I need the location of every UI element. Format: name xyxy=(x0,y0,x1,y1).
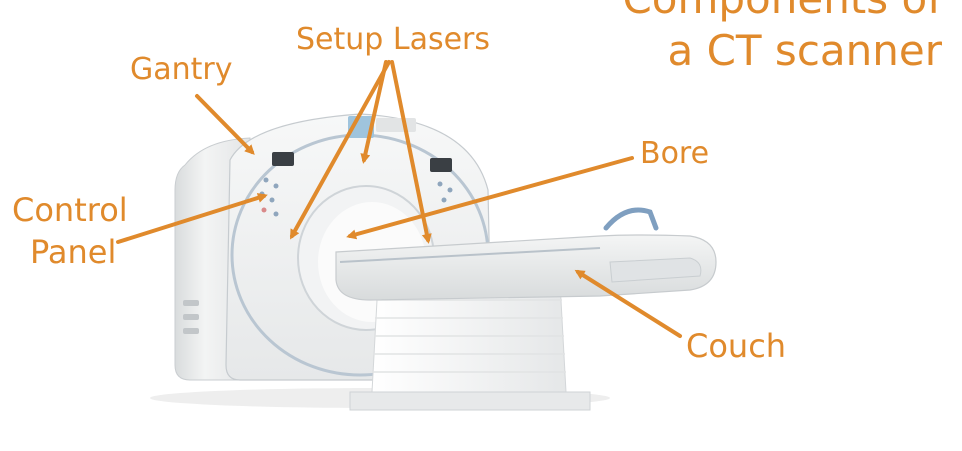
label-couch: Couch xyxy=(686,327,787,365)
arrow-setup-lasers-2 xyxy=(290,60,391,240)
arrow-setup-lasers-3 xyxy=(390,60,432,244)
gantry-vent xyxy=(183,300,199,306)
arrow-gantry xyxy=(195,94,255,155)
couch-head-holder xyxy=(603,207,659,231)
couch-table xyxy=(335,234,717,301)
control-panel-right xyxy=(430,158,453,203)
gantry-vent xyxy=(183,314,199,320)
label-gantry: Gantry xyxy=(130,52,233,87)
arrow-setup-lasers-1 xyxy=(360,60,388,164)
arrow-control-panel xyxy=(116,193,268,244)
couch-base xyxy=(349,281,591,411)
label-control-panel-line2: Panel xyxy=(30,233,117,271)
gantry-vent xyxy=(183,328,199,334)
label-control-panel-line1: Control xyxy=(12,191,128,229)
control-panel-left xyxy=(259,152,294,217)
arrow-bore xyxy=(346,156,634,240)
title-line-1: Components of xyxy=(622,0,942,23)
label-bore: Bore xyxy=(640,136,710,171)
label-setup-lasers: Setup Lasers xyxy=(296,22,491,57)
title-line-2: a CT scanner xyxy=(667,26,942,75)
arrow-couch xyxy=(574,269,682,338)
